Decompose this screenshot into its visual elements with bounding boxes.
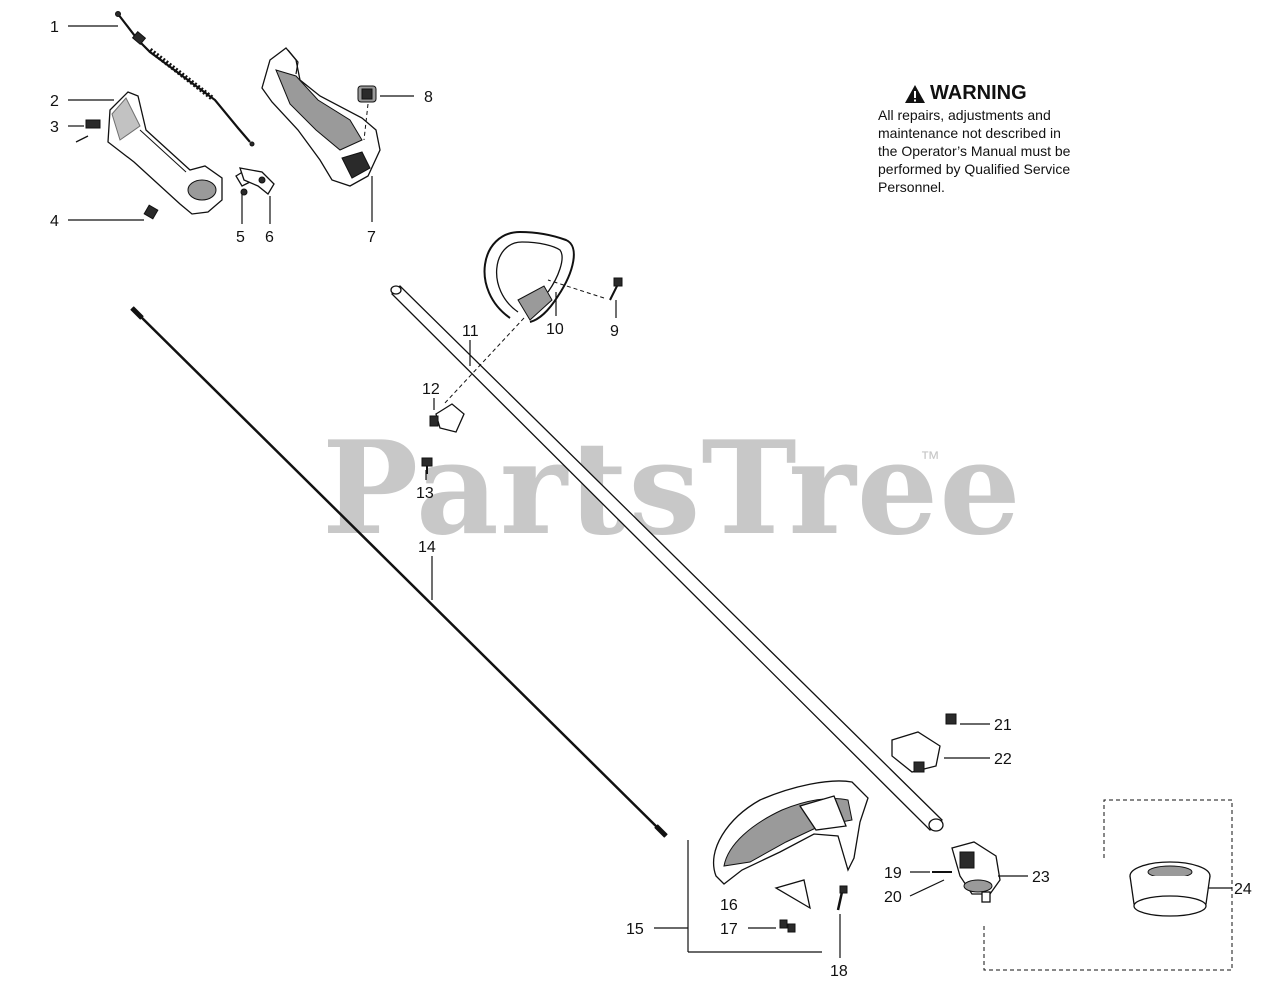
trimmer-head-part [1129,861,1211,917]
warning-line: the Operator’s Manual must be [878,143,1071,159]
callout-21: 21 [994,717,1012,734]
line-cutter-part-16 [774,879,811,910]
clamp-part-22 [891,731,941,773]
partstree-watermark: PartsTree [322,414,1022,564]
warning-line: maintenance not described in [878,125,1061,141]
dashed-leader [443,317,525,405]
callout-9: 9 [610,323,619,340]
warning-line: Personnel. [878,179,945,195]
gear-head-part [951,841,1001,903]
callout-4: 4 [50,213,59,230]
screw-part-13 [421,457,433,474]
screw-part-4 [143,204,159,220]
warning-line: All repairs, adjustments and [878,107,1051,123]
callout-8: 8 [424,89,433,106]
handle-housing-part [107,91,223,215]
warning-heading: WARNING [904,82,1118,105]
callout-24: 24 [1234,881,1252,898]
bolt-part-9 [609,277,623,301]
dashed-leader [363,103,369,141]
callout-19: 19 [884,865,902,882]
callout-numbers: 1 2 3 4 5 6 7 8 9 10 11 12 13 14 15 16 1… [50,19,1252,980]
callout-15: 15 [626,921,644,938]
bolt-part-18 [836,885,848,911]
callout-23: 23 [1032,869,1050,886]
warning-title: WARNING [930,82,1027,104]
screw-part-3 [75,119,101,143]
grass-guard-part [712,780,869,885]
callout-7: 7 [367,229,376,246]
handle-part-7 [261,47,381,187]
assembly-route [983,799,1233,971]
dashed-leader [547,279,605,299]
callout-2: 2 [50,93,59,110]
callout-10: 10 [546,321,564,338]
callout-20: 20 [884,889,902,906]
bolt-part-21 [945,713,957,725]
callout-13: 13 [416,485,434,502]
callout-14: 14 [418,539,436,556]
loop-handle-part [483,230,575,323]
drive-tube-part [390,285,944,832]
callout-5: 5 [236,229,245,246]
callout-17: 17 [720,921,738,938]
callout-16: 16 [720,897,738,914]
trademark-symbol: ™ [920,448,940,470]
warning-triangle-icon [905,84,925,103]
nut-part-8 [357,85,377,103]
callout-3: 3 [50,119,59,136]
trigger-part-6 [239,167,275,195]
throttle-cable-part [115,11,255,147]
callout-22: 22 [994,751,1012,768]
callout-18: 18 [830,963,848,980]
callout-12: 12 [422,381,440,398]
clamp-part-12 [429,403,465,433]
callout-11: 11 [462,323,479,340]
callout-1: 1 [50,19,59,36]
warning-text: All repairs, adjustments and maintenance… [878,106,1118,196]
callout-6: 6 [265,229,274,246]
leader-lines [68,25,1232,958]
drive-shaft-part [130,306,668,838]
warning-line: performed by Qualified Service [878,161,1071,177]
screws-part-17 [779,919,796,933]
warning-notice: WARNING All repairs, adjustments and mai… [878,82,1118,196]
